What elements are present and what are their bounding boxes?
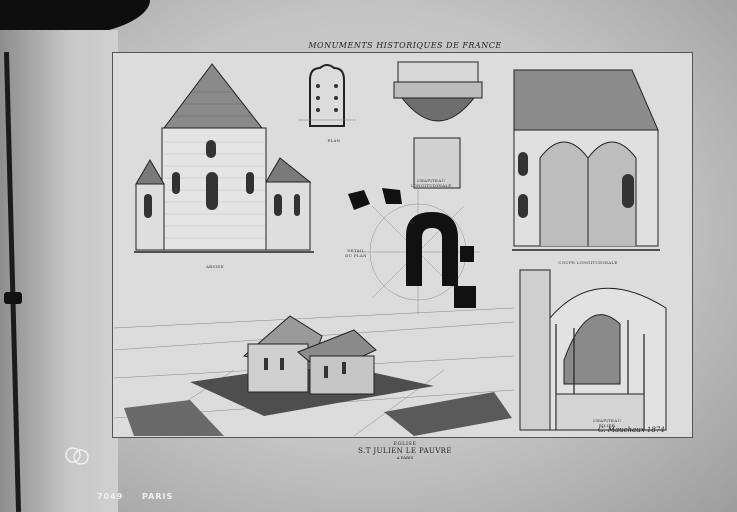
artist-signature: G. Mauchaux 1874 xyxy=(598,426,665,434)
city-label: PARIS xyxy=(142,492,174,501)
pilier-caption: CHAPITEAU PILIER xyxy=(592,418,622,428)
small-ground-plan xyxy=(298,64,356,127)
capital-drawing xyxy=(393,61,483,189)
title-block: EGLISE S.T JULIEN LE PAUVRE A PARIS xyxy=(340,441,470,460)
negative-number: 7049 xyxy=(97,492,124,501)
section-caption: COUPE LONGITUDINALE xyxy=(558,260,618,265)
title-line-2: S.T JULIEN LE PAUVRE xyxy=(358,447,452,455)
title-line-1: EGLISE xyxy=(393,441,417,447)
binder-clip xyxy=(4,292,22,304)
radial-plan-detail xyxy=(348,188,480,314)
plan-detail-caption: DETAIL DU PLAN xyxy=(345,248,367,258)
plan-caption: PLAN xyxy=(327,138,341,143)
capital-caption: CHAPITEAU LONGITUDINALE xyxy=(410,178,452,188)
vault-interior-drawing xyxy=(519,269,667,431)
title-line-3: A PARIS xyxy=(396,455,414,460)
apse-caption: ABSIDE xyxy=(205,264,225,269)
perspective-view-drawing xyxy=(114,307,514,436)
apse-elevation-drawing xyxy=(134,63,314,253)
archive-stamp-logo xyxy=(65,447,89,465)
sheet-left-margin xyxy=(0,30,118,512)
longitudinal-section-drawing xyxy=(512,69,660,251)
plate-header: MONUMENTS HISTORIQUES DE FRANCE xyxy=(308,41,502,50)
